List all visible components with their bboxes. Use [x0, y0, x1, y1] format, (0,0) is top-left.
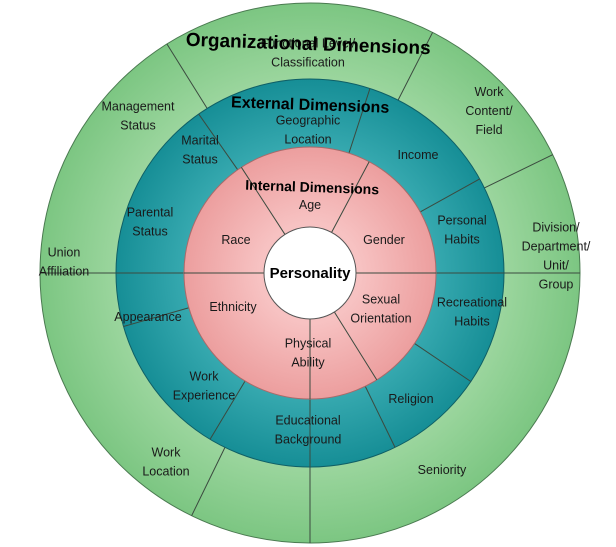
segment-label-line: Seniority	[418, 463, 467, 477]
ring-divider-line	[198, 113, 239, 171]
segment-label-line: Sexual	[362, 293, 400, 307]
ring-divider-line	[123, 307, 190, 327]
ring-divider-line	[166, 43, 208, 109]
segment-label-line: Group	[539, 278, 574, 292]
ring-divider-line	[414, 343, 472, 382]
ring-divider-line	[419, 178, 480, 213]
external-ring-dividers	[116, 88, 504, 467]
segment-label-line: Affiliation	[39, 265, 90, 279]
segment-label-line: Field	[475, 123, 502, 137]
ring-divider-line	[209, 380, 246, 440]
ring-divider-line	[333, 311, 378, 381]
segment-label-line: Location	[142, 465, 189, 479]
personality-core	[263, 226, 357, 320]
external-segment-label: Income	[398, 148, 439, 162]
segment-label-line: Race	[221, 233, 250, 247]
segment-label-line: Background	[275, 433, 342, 447]
segment-label-line: Appearance	[114, 310, 181, 324]
segment-label-line: Recreational	[437, 296, 507, 310]
internal-segment-label: Ethnicity	[209, 300, 257, 314]
segment-label-line: Unit/	[543, 259, 569, 273]
segment-label-line: Work	[190, 370, 220, 384]
segment-label-line: Status	[132, 225, 167, 239]
segment-label-line: Status	[182, 153, 217, 167]
external-dimensions-title: External Dimensions	[231, 94, 390, 117]
organizational-segment-label: Seniority	[418, 463, 467, 477]
segment-label-line: Work	[475, 85, 505, 99]
segment-label-line: Age	[299, 198, 321, 212]
segment-label-line: Management	[102, 100, 175, 114]
segment-label-line: Experience	[173, 389, 236, 403]
segment-label-line: Division/	[532, 221, 580, 235]
segment-label-line: Status	[120, 119, 155, 133]
segment-label-line: Department/	[522, 240, 591, 254]
segment-label-line: Work	[152, 446, 182, 460]
segment-label-line: Habits	[444, 233, 479, 247]
internal-segment-label: Race	[221, 233, 250, 247]
external-segment-label: Appearance	[114, 310, 181, 324]
segment-label-line: Gender	[363, 233, 405, 247]
segment-label-line: Educational	[275, 414, 340, 428]
segment-label-line: Marital	[181, 134, 219, 148]
organizational-ring-dividers	[40, 32, 580, 543]
internal-ring-dividers	[184, 161, 436, 399]
segment-label-line: Functional Level/	[261, 37, 356, 51]
external-segment-label: Religion	[388, 392, 433, 406]
ring-divider-line	[364, 386, 396, 448]
ring-divider-line	[484, 154, 553, 189]
internal-segment-label: Gender	[363, 233, 405, 247]
core-label: Personality	[270, 265, 352, 282]
segment-label-line: Religion	[388, 392, 433, 406]
segment-label-line: Parental	[127, 206, 174, 220]
segment-label-line: Physical	[285, 337, 332, 351]
ring-divider-line	[348, 88, 371, 154]
organizational-segment-label: Functional Level/Classification	[261, 37, 356, 70]
ring-divider-line	[331, 161, 370, 233]
segment-label-line: Orientation	[350, 312, 411, 326]
ring-divider-line	[240, 167, 286, 235]
segment-label-line: Classification	[271, 56, 345, 70]
segment-label-line: Ability	[291, 356, 325, 370]
segment-label-line: Content/	[465, 104, 513, 118]
ring-divider-line	[397, 32, 434, 101]
ring-divider-line	[191, 447, 226, 516]
segment-label-line: Income	[398, 148, 439, 162]
organizational-segment-label: Division/Department/Unit/Group	[522, 221, 591, 292]
segment-label-line: Geographic	[276, 114, 341, 128]
internal-segment-label: Age	[299, 198, 321, 212]
segment-label-line: Location	[284, 133, 331, 147]
segment-label-line: Personal	[437, 214, 486, 228]
internal-dimensions-title: Internal Dimensions	[245, 177, 379, 198]
segment-label-line: Habits	[454, 315, 489, 329]
segment-label-line: Union	[48, 246, 81, 260]
segment-label-line: Ethnicity	[209, 300, 257, 314]
